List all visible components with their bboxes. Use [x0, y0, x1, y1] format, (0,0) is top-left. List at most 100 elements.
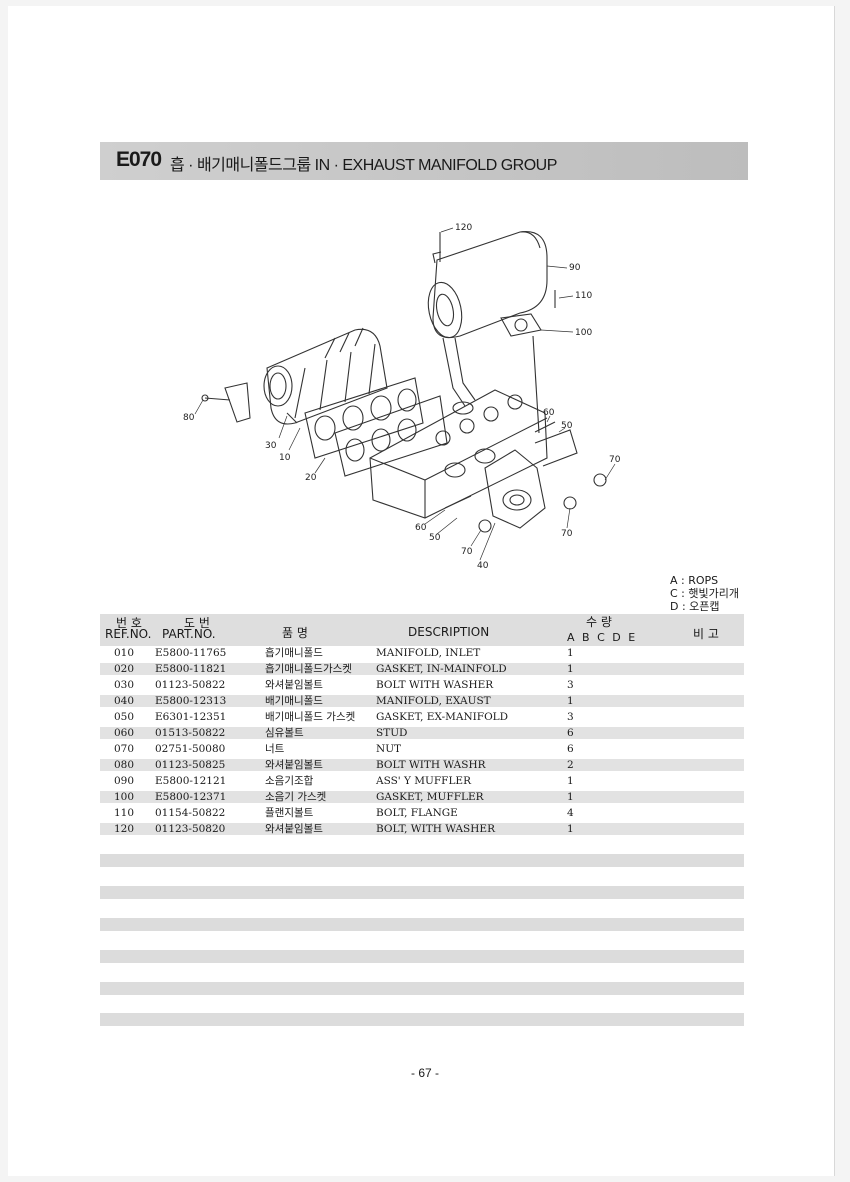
nut-drawing	[593, 473, 607, 487]
callout-label: 120	[455, 223, 472, 233]
cell-ref: 110	[114, 807, 135, 819]
page-number: - 67 -	[410, 1066, 439, 1080]
table-row: 020 E5800-11821 흡기매니폴드가스켓 GASKET, IN-MAI…	[100, 661, 744, 677]
header-part-en: PART.NO.	[162, 627, 216, 641]
nut-drawing	[478, 519, 492, 533]
stud-drawing	[534, 421, 556, 433]
row-stripe	[100, 695, 744, 707]
callout-label: 110	[575, 291, 592, 301]
header-qty-cols: A B C D E	[567, 631, 636, 644]
callout-label: 40	[477, 561, 489, 571]
inlet-manifold-drawing	[263, 327, 388, 425]
cell-desc: GASKET, EX-MANIFOLD	[376, 711, 509, 723]
empty-row-band	[100, 950, 744, 963]
header-qty-ko: 수 량	[586, 615, 612, 629]
row-stripe	[100, 727, 744, 739]
cell-name: 와셔붙임볼트	[265, 759, 323, 771]
exploded-parts-diagram: 120 90 110 100 80 30 10 20 60 50 70 60 5…	[183, 223, 621, 571]
cell-qty: 2	[567, 759, 574, 771]
empty-row-band	[100, 918, 744, 931]
callout-label: 30	[265, 441, 277, 451]
variant-legend: A : ROPS C : 햇빛가리개 D : 오픈캡	[670, 574, 739, 613]
cell-desc: NUT	[376, 743, 402, 755]
muffler-drawing	[427, 230, 548, 415]
cell-desc: BOLT, WITH WASHER	[376, 823, 495, 835]
cell-ref: 030	[114, 679, 135, 691]
cell-name: 와셔붙임볼트	[265, 823, 323, 835]
row-stripe	[100, 759, 744, 771]
cell-qty: 1	[567, 663, 574, 675]
cell-ref: 040	[114, 695, 135, 707]
cell-qty: 4	[567, 807, 574, 819]
title-bar	[100, 142, 748, 180]
table-row: 030 01123-50822 와셔붙임볼트 BOLT WITH WASHER …	[100, 677, 744, 693]
stud-drawing	[444, 495, 472, 509]
table-row: 060 01513-50822 심유볼트 STUD 6	[100, 725, 744, 741]
inlet-gasket-drawing	[304, 377, 424, 459]
callout-label: 80	[183, 413, 195, 423]
nut-drawing	[563, 496, 577, 510]
callout-label: 60	[415, 523, 427, 533]
cell-ref: 020	[114, 663, 135, 675]
cell-name: 플랜지볼트	[265, 807, 314, 819]
muffler-gasket-drawing	[500, 313, 542, 337]
callout-label: 50	[561, 421, 573, 431]
cell-desc: MANIFOLD, INLET	[376, 647, 481, 659]
document-page	[8, 6, 835, 1176]
table-row: 050 E6301-12351 배기매니폴드 가스켓 GASKET, EX-MA…	[100, 709, 744, 725]
header-description: DESCRIPTION	[408, 625, 490, 639]
row-stripe	[100, 791, 744, 803]
legend-item: C : 햇빛가리개	[670, 587, 739, 600]
legend-item: D : 오픈캡	[670, 600, 720, 613]
table-row: 040 E5800-12313 배기매니폴드 MANIFOLD, EXAUST …	[100, 693, 744, 709]
cell-part: 01123-50822	[155, 679, 226, 691]
group-code: E070	[116, 148, 162, 171]
cell-part: E5800-12313	[155, 695, 227, 707]
cylinder-head-drawing	[369, 389, 548, 519]
table-row: 080 01123-50825 와셔붙임볼트 BOLT WITH WASHR 2	[100, 757, 744, 773]
callout-label: 70	[561, 529, 573, 539]
legend-item: A : ROPS	[670, 574, 719, 587]
callout-labels: 120 90 110 100 80 30 10 20 60 50 70 60 5…	[183, 223, 621, 571]
cell-desc: BOLT WITH WASHR	[376, 759, 486, 771]
cell-desc: GASKET, MUFFLER	[376, 791, 484, 803]
cell-part: E5800-11821	[155, 663, 227, 675]
callout-label: 50	[429, 533, 441, 543]
callout-label: 100	[575, 328, 592, 338]
exhaust-manifold-drawing	[484, 429, 578, 529]
table-row: 090 E5800-12121 소음기조합 ASS' Y MUFFLER 1	[100, 773, 744, 789]
inlet-gasket-2-drawing	[334, 395, 448, 477]
cell-name: 흡기매니폴드가스켓	[265, 663, 352, 675]
cell-part: 02751-50080	[155, 743, 226, 755]
cell-part: 01123-50825	[155, 759, 226, 771]
header-ref-en: REF.NO.	[105, 627, 152, 641]
cell-ref: 060	[114, 727, 135, 739]
cell-ref: 090	[114, 775, 135, 787]
cell-name: 흡기매니폴드	[265, 647, 323, 659]
cell-part: E5800-11765	[155, 647, 227, 659]
bracket-drawing	[201, 382, 298, 424]
header-name-ko: 품 명	[282, 626, 308, 640]
empty-row-band	[100, 886, 744, 899]
cell-desc: MANIFOLD, EXAUST	[376, 695, 491, 707]
cell-desc: BOLT WITH WASHER	[376, 679, 494, 691]
cell-part: 01513-50822	[155, 727, 226, 739]
cell-part: E5800-12121	[155, 775, 227, 787]
cell-qty: 1	[567, 775, 574, 787]
table-row: 120 01123-50820 와셔붙임볼트 BOLT, WITH WASHER…	[100, 821, 744, 837]
cell-part: E6301-12351	[155, 711, 227, 723]
cell-ref: 100	[114, 791, 135, 803]
table-row: 070 02751-50080 너트 NUT 6	[100, 741, 744, 757]
table-header	[100, 614, 744, 646]
cell-desc: GASKET, IN-MAINFOLD	[376, 663, 507, 675]
table-row: 100 E5800-12371 소음기 가스켓 GASKET, MUFFLER …	[100, 789, 744, 805]
callout-label: 20	[305, 473, 317, 483]
cell-qty: 1	[567, 695, 574, 707]
empty-row-band	[100, 1013, 744, 1026]
empty-row-band	[100, 854, 744, 867]
callout-label: 70	[461, 547, 473, 557]
cell-desc: STUD	[376, 727, 408, 739]
table-row: 010 E5800-11765 흡기매니폴드 MANIFOLD, INLET 1	[100, 645, 744, 661]
cell-qty: 1	[567, 791, 574, 803]
cell-ref: 050	[114, 711, 135, 723]
